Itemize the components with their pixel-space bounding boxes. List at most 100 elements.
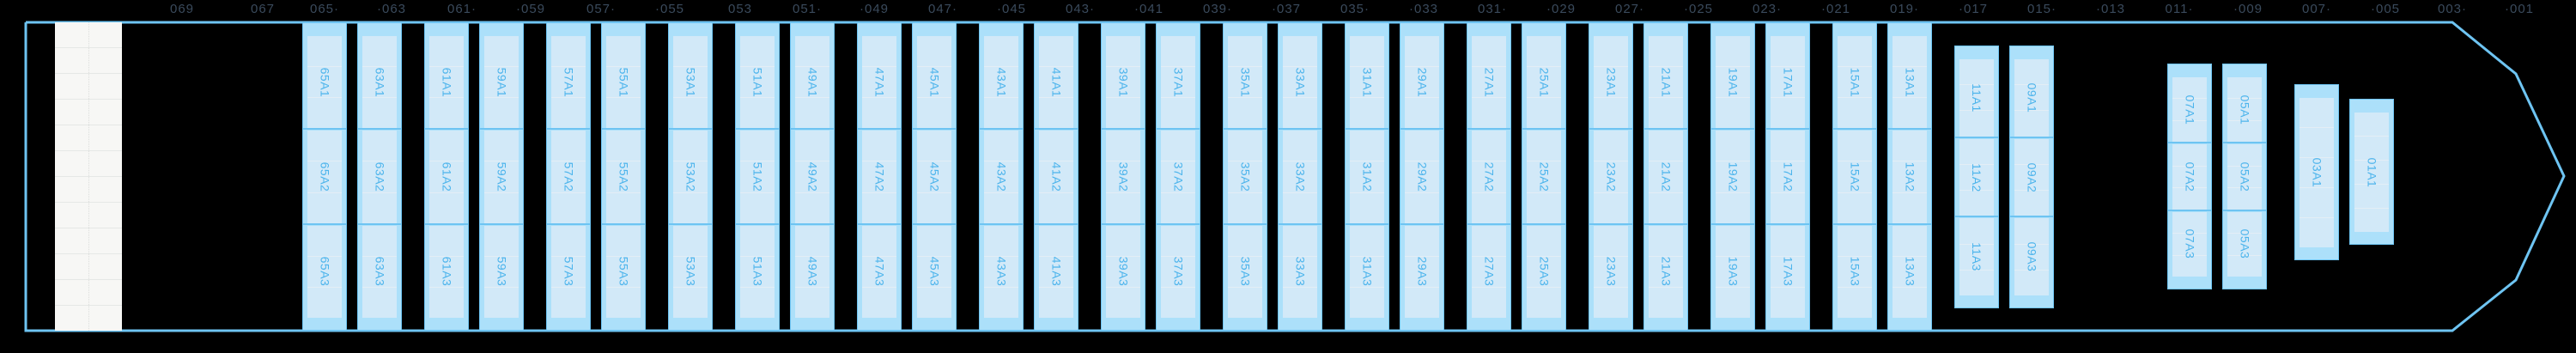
cargo-slot-41A2[interactable]: 41A2 [1039,130,1073,223]
cargo-slot-11A2[interactable]: 11A2 [1959,137,1994,216]
cargo-slot-27A3[interactable]: 27A3 [1472,224,1506,318]
cargo-slot-27A1[interactable]: 27A1 [1472,35,1506,129]
cargo-slot-55A1[interactable]: 55A1 [606,35,641,129]
cargo-slot-07A1[interactable]: 07A1 [2172,76,2207,143]
cargo-slot-19A3[interactable]: 19A3 [1716,224,1750,318]
cargo-slot-15A3[interactable]: 15A3 [1838,224,1872,318]
cargo-slot-35A1[interactable]: 35A1 [1228,35,1262,129]
cargo-bay-01[interactable]: 01A1 [2349,99,2394,245]
cargo-slot-63A3[interactable]: 63A3 [362,224,397,318]
cargo-slot-47A2[interactable]: 47A2 [862,130,896,223]
cargo-slot-33A1[interactable]: 33A1 [1283,35,1317,129]
cargo-slot-61A2[interactable]: 61A2 [429,130,464,223]
cargo-slot-53A2[interactable]: 53A2 [673,130,708,223]
cargo-slot-25A1[interactable]: 25A1 [1527,35,1561,129]
cargo-slot-29A3[interactable]: 29A3 [1405,224,1439,318]
cargo-slot-43A1[interactable]: 43A1 [984,35,1018,129]
cargo-slot-13A3[interactable]: 13A3 [1893,224,1927,318]
cargo-slot-57A2[interactable]: 57A2 [551,130,586,223]
cargo-slot-13A2[interactable]: 13A2 [1893,130,1927,223]
cargo-slot-65A3[interactable]: 65A3 [307,224,342,318]
cargo-slot-47A1[interactable]: 47A1 [862,35,896,129]
cargo-slot-41A1[interactable]: 41A1 [1039,35,1073,129]
cargo-slot-61A1[interactable]: 61A1 [429,35,464,129]
cargo-slot-45A2[interactable]: 45A2 [917,130,951,223]
cargo-slot-11A1[interactable]: 11A1 [1959,58,1994,137]
cargo-slot-45A3[interactable]: 45A3 [917,224,951,318]
cargo-slot-39A3[interactable]: 39A3 [1106,224,1140,318]
cargo-slot-43A3[interactable]: 43A3 [984,224,1018,318]
cargo-slot-07A3[interactable]: 07A3 [2172,210,2207,277]
cargo-slot-39A1[interactable]: 39A1 [1106,35,1140,129]
cargo-slot-35A3[interactable]: 35A3 [1228,224,1262,318]
cargo-slot-51A2[interactable]: 51A2 [740,130,775,223]
cargo-slot-09A3[interactable]: 09A3 [2014,217,2049,296]
cargo-slot-21A3[interactable]: 21A3 [1649,224,1683,318]
cargo-slot-65A1[interactable]: 65A1 [307,35,342,129]
cargo-slot-63A2[interactable]: 63A2 [362,130,397,223]
cargo-slot-17A2[interactable]: 17A2 [1771,130,1805,223]
cargo-slot-23A1[interactable]: 23A1 [1594,35,1628,129]
cargo-slot-51A1[interactable]: 51A1 [740,35,775,129]
cargo-slot-17A3[interactable]: 17A3 [1771,224,1805,318]
cargo-slot-49A2[interactable]: 49A2 [795,130,829,223]
cargo-slot-31A3[interactable]: 31A3 [1350,224,1384,318]
cargo-slot-01A1[interactable]: 01A1 [2354,112,2389,232]
cargo-slot-57A3[interactable]: 57A3 [551,224,586,318]
cargo-slot-11A3[interactable]: 11A3 [1959,217,1994,296]
cargo-slot-19A1[interactable]: 19A1 [1716,35,1750,129]
cargo-slot-61A3[interactable]: 61A3 [429,224,464,318]
cargo-bay-03[interactable]: 03A1 [2294,84,2339,260]
cargo-slot-05A2[interactable]: 05A2 [2227,143,2262,210]
cargo-slot-31A1[interactable]: 31A1 [1350,35,1384,129]
cargo-slot-65A2[interactable]: 65A2 [307,130,342,223]
cargo-slot-37A2[interactable]: 37A2 [1161,130,1195,223]
cargo-slot-21A1[interactable]: 21A1 [1649,35,1683,129]
cargo-slot-49A1[interactable]: 49A1 [795,35,829,129]
cargo-slot-37A1[interactable]: 37A1 [1161,35,1195,129]
cargo-slot-63A1[interactable]: 63A1 [362,35,397,129]
cargo-slot-39A2[interactable]: 39A2 [1106,130,1140,223]
cargo-slot-45A1[interactable]: 45A1 [917,35,951,129]
cargo-slot-23A3[interactable]: 23A3 [1594,224,1628,318]
cargo-slot-27A2[interactable]: 27A2 [1472,130,1506,223]
cargo-slot-33A2[interactable]: 33A2 [1283,130,1317,223]
cargo-slot-51A3[interactable]: 51A3 [740,224,775,318]
cargo-slot-55A3[interactable]: 55A3 [606,224,641,318]
cargo-slot-07A2[interactable]: 07A2 [2172,143,2207,210]
cargo-slot-53A3[interactable]: 53A3 [673,224,708,318]
cargo-slot-05A1[interactable]: 05A1 [2227,76,2262,143]
cargo-slot-15A2[interactable]: 15A2 [1838,130,1872,223]
cargo-slot-19A2[interactable]: 19A2 [1716,130,1750,223]
cargo-slot-29A1[interactable]: 29A1 [1405,35,1439,129]
cargo-slot-47A3[interactable]: 47A3 [862,224,896,318]
cargo-slot-41A3[interactable]: 41A3 [1039,224,1073,318]
cargo-slot-17A1[interactable]: 17A1 [1771,35,1805,129]
cargo-slot-13A1[interactable]: 13A1 [1893,35,1927,129]
cargo-slot-21A2[interactable]: 21A2 [1649,130,1683,223]
